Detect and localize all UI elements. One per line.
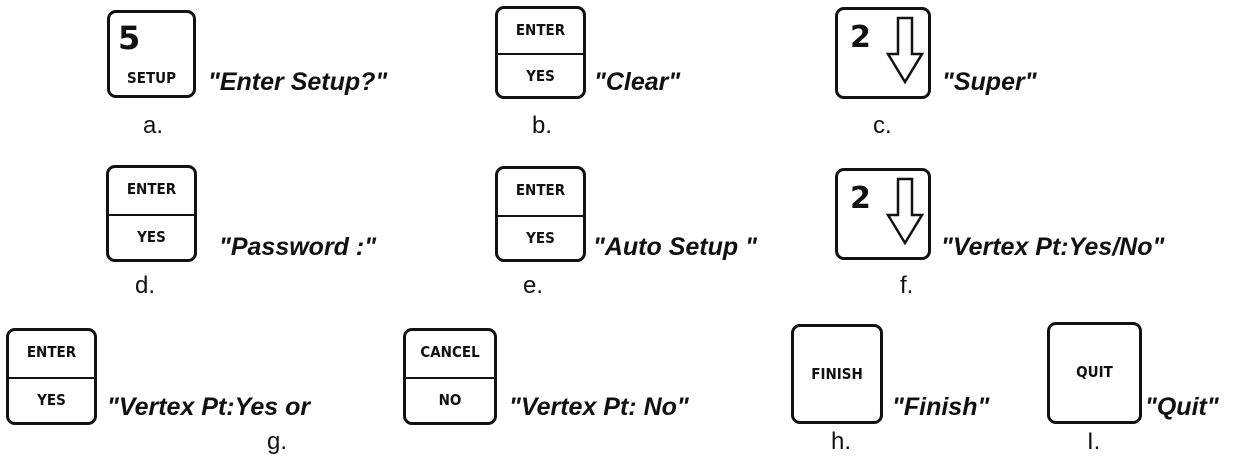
caption-vertex-yes-or: "Vertex Pt:Yes or [107, 393, 311, 421]
down-arrow-icon [886, 16, 924, 85]
down-2-key: 2 [835, 7, 931, 99]
key-bottom-label: YES [526, 229, 555, 247]
step-label-b: b. [532, 112, 553, 139]
key-digit-label: 2 [850, 181, 871, 216]
key-label: FINISH [811, 365, 863, 383]
enter-yes-key: ENTER YES [495, 166, 586, 262]
key-bottom-label: SETUP [127, 69, 176, 87]
finish-key: FINISH [791, 324, 883, 424]
key-top-label: CANCEL [420, 343, 480, 361]
caption-clear: "Clear" [594, 68, 681, 96]
key-label: QUIT [1076, 363, 1113, 381]
key-bottom-label: NO [438, 391, 462, 409]
caption-super: "Super" [942, 68, 1037, 96]
key-divider [109, 214, 194, 216]
step-label-a: a. [143, 112, 164, 139]
caption-vertex-yes-no: "Vertex Pt:Yes/No" [941, 233, 1165, 261]
key-top-label: ENTER [515, 181, 566, 199]
key-top-label: ENTER [126, 180, 177, 198]
setup-5-key: 5 SETUP [107, 10, 196, 98]
caption-finish: "Finish" [892, 393, 990, 421]
cancel-no-key: CANCEL NO [403, 328, 497, 425]
caption-vertex-no: "Vertex Pt: No" [509, 393, 689, 421]
step-label-i: I. [1087, 428, 1101, 455]
key-divider [498, 215, 583, 217]
step-label-g: g. [267, 428, 288, 455]
step-label-f: f. [900, 272, 914, 299]
caption-enter-setup: "Enter Setup?" [208, 68, 388, 96]
key-bottom-label: YES [526, 67, 555, 85]
down-2-key: 2 [835, 168, 931, 260]
step-label-c: c. [873, 112, 892, 139]
key-top-label: ENTER [26, 343, 77, 361]
step-label-h: h. [831, 428, 852, 455]
enter-yes-key: ENTER YES [106, 165, 197, 262]
step-label-e: e. [523, 272, 544, 299]
enter-yes-key: ENTER YES [495, 6, 586, 99]
enter-yes-key: ENTER YES [6, 328, 97, 425]
key-divider [9, 377, 94, 379]
key-top-label: ENTER [515, 21, 566, 39]
quit-key: QUIT [1047, 322, 1142, 424]
key-divider [406, 377, 494, 379]
key-bottom-label: YES [37, 391, 66, 409]
key-bottom-label: YES [137, 228, 166, 246]
key-top-label: 5 [118, 19, 141, 57]
key-divider [498, 53, 583, 55]
caption-quit: "Quit" [1145, 393, 1219, 421]
key-digit-label: 2 [850, 20, 871, 55]
caption-password: "Password :" [219, 233, 377, 261]
caption-auto-setup: "Auto Setup " [593, 233, 757, 261]
step-label-d: d. [135, 272, 156, 299]
down-arrow-icon [886, 177, 924, 246]
